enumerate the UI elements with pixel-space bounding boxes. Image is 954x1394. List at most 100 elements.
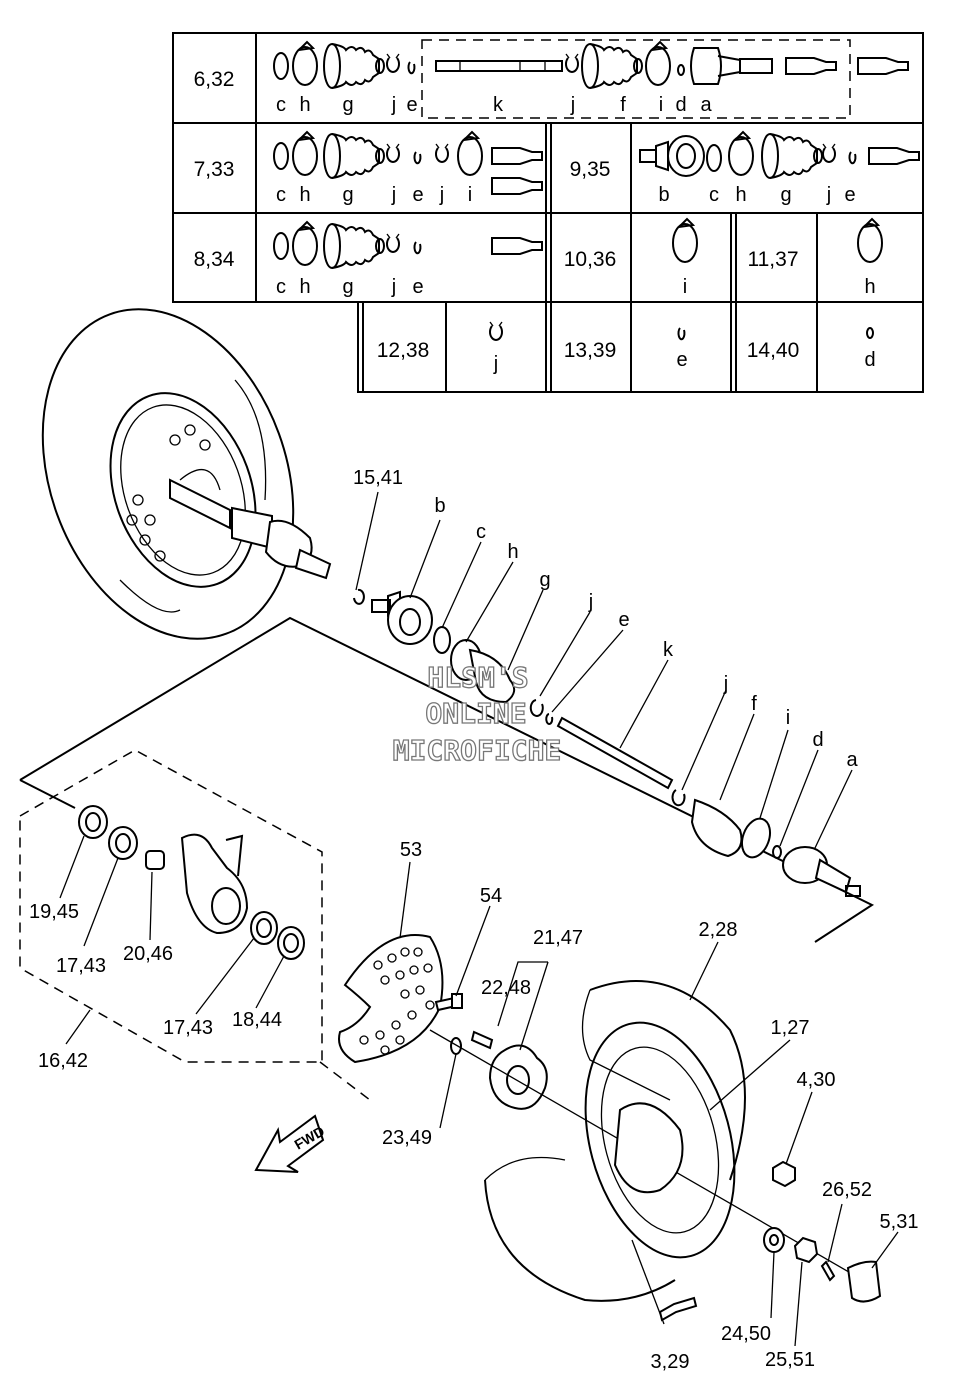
svg-text:24,50: 24,50 bbox=[721, 1323, 771, 1345]
row-ref-14-40: 14,40 bbox=[747, 339, 800, 362]
row-ref-6-32: 6,32 bbox=[194, 68, 235, 91]
o-ring-icon bbox=[706, 144, 722, 172]
axle-shaft-icon bbox=[435, 60, 563, 72]
svg-text:j: j bbox=[723, 673, 728, 695]
hub-callouts: 53 54 21,47 22,48 23,49 2,28 1,27 4,30 2… bbox=[382, 839, 919, 1373]
svg-text:j: j bbox=[588, 591, 593, 613]
row-ref-10-36: 10,36 bbox=[564, 248, 617, 271]
svg-text:MICROFICHE: MICROFICHE bbox=[393, 734, 562, 767]
brake-disc-icon bbox=[338, 934, 444, 1064]
svg-text:f: f bbox=[620, 94, 626, 116]
cv-joint-icon bbox=[782, 846, 861, 897]
tire-icon bbox=[484, 980, 746, 1302]
clamp-icon bbox=[292, 221, 318, 266]
tire-icon bbox=[41, 308, 295, 640]
circlip-icon bbox=[386, 143, 400, 163]
row-13-39-letter: e bbox=[676, 349, 687, 371]
svg-text:26,52: 26,52 bbox=[822, 1179, 872, 1201]
washer-icon bbox=[763, 1227, 785, 1253]
svg-text:53: 53 bbox=[400, 839, 422, 861]
circlip-icon bbox=[407, 61, 416, 75]
svg-text:21,47: 21,47 bbox=[533, 927, 583, 949]
svg-text:HLSM'S: HLSM'S bbox=[427, 661, 528, 694]
svg-text:e: e bbox=[618, 609, 629, 631]
svg-text:h: h bbox=[299, 184, 310, 206]
bearing-icon bbox=[108, 826, 138, 860]
bearing-icon bbox=[78, 805, 108, 839]
clamp-icon bbox=[740, 817, 772, 859]
svg-text:2,28: 2,28 bbox=[699, 919, 738, 941]
hub-icon bbox=[488, 1044, 548, 1110]
svg-text:54: 54 bbox=[480, 885, 502, 907]
clamp-icon bbox=[457, 131, 483, 176]
svg-text:e: e bbox=[406, 94, 417, 116]
circlip-icon bbox=[565, 53, 579, 73]
valve-icon bbox=[658, 1296, 698, 1322]
o-ring-icon bbox=[273, 232, 289, 260]
circlip-icon bbox=[386, 53, 400, 73]
row-6-32-letters: c h g j e k j f i d a bbox=[276, 94, 712, 116]
svg-text:25,51: 25,51 bbox=[765, 1349, 815, 1371]
o-ring-icon bbox=[273, 52, 289, 80]
fwd-arrow-icon: FWD bbox=[254, 1114, 327, 1173]
leader-lines bbox=[59, 491, 899, 1347]
svg-text:j: j bbox=[826, 184, 831, 206]
svg-text:j: j bbox=[391, 276, 396, 298]
row-14-40-letter: d bbox=[864, 349, 875, 371]
row-12-38-letter: j bbox=[493, 353, 498, 375]
boot-icon bbox=[468, 648, 516, 704]
o-ring-icon bbox=[433, 626, 451, 654]
svg-text:i: i bbox=[659, 94, 663, 116]
svg-text:a: a bbox=[846, 749, 858, 771]
svg-text:c: c bbox=[476, 521, 486, 543]
o-ring-icon bbox=[866, 327, 874, 339]
shaft-callouts: 15,41 b c h g j e k j f i d a bbox=[353, 467, 858, 771]
svg-text:j: j bbox=[391, 184, 396, 206]
row-ref-8-34: 8,34 bbox=[194, 248, 235, 271]
svg-text:19,45: 19,45 bbox=[29, 901, 79, 923]
svg-text:i: i bbox=[786, 707, 790, 729]
svg-text:3,29: 3,29 bbox=[651, 1351, 690, 1373]
clamp-icon bbox=[728, 131, 754, 176]
o-ring-icon bbox=[677, 64, 685, 76]
cv-joint-icon bbox=[639, 135, 705, 177]
clamp-icon bbox=[857, 218, 883, 263]
circlip-icon bbox=[822, 143, 836, 163]
boot-icon bbox=[323, 43, 385, 89]
circlip-icon bbox=[413, 151, 422, 165]
svg-text:j: j bbox=[391, 94, 396, 116]
bolt-icon bbox=[470, 1030, 494, 1050]
svg-text:c: c bbox=[276, 184, 286, 206]
boot-icon bbox=[581, 43, 643, 89]
cap-icon bbox=[846, 1260, 882, 1303]
svg-text:17,43: 17,43 bbox=[163, 1017, 213, 1039]
cotter-pin-icon bbox=[820, 1260, 836, 1282]
svg-text:d: d bbox=[812, 729, 823, 751]
circlip-icon bbox=[848, 151, 857, 165]
bearing-icon bbox=[277, 926, 305, 960]
row-ref-11-37: 11,37 bbox=[748, 248, 799, 271]
cv-joint-icon bbox=[371, 590, 433, 645]
grease-tube-icon bbox=[491, 177, 543, 195]
row-ref-9-35: 9,35 bbox=[570, 158, 611, 181]
exploded-shaft bbox=[353, 588, 861, 897]
svg-text:g: g bbox=[780, 184, 791, 206]
knuckle-callouts: 19,45 17,43 20,46 17,43 18,44 16,42 bbox=[29, 901, 282, 1072]
circlip-icon bbox=[386, 233, 400, 253]
svg-text:5,31: 5,31 bbox=[880, 1211, 919, 1233]
boot-icon bbox=[323, 133, 385, 179]
svg-text:22,48: 22,48 bbox=[481, 977, 531, 999]
o-ring-icon bbox=[450, 1037, 462, 1055]
boot-icon bbox=[690, 798, 743, 858]
grease-tube-icon bbox=[491, 237, 543, 255]
svg-text:20,46: 20,46 bbox=[123, 943, 173, 965]
parts-table: 6,32 7,33 9,35 8,34 10,36 11,37 12,38 13… bbox=[172, 32, 924, 393]
svg-text:g: g bbox=[342, 184, 353, 206]
row-11-37-letter: h bbox=[864, 276, 875, 298]
svg-text:15,41: 15,41 bbox=[353, 467, 403, 489]
svg-text:c: c bbox=[276, 276, 286, 298]
circlip-icon bbox=[489, 321, 503, 341]
grease-tube-icon bbox=[491, 147, 543, 165]
assembly-outline bbox=[19, 616, 875, 943]
svg-text:i: i bbox=[468, 184, 472, 206]
